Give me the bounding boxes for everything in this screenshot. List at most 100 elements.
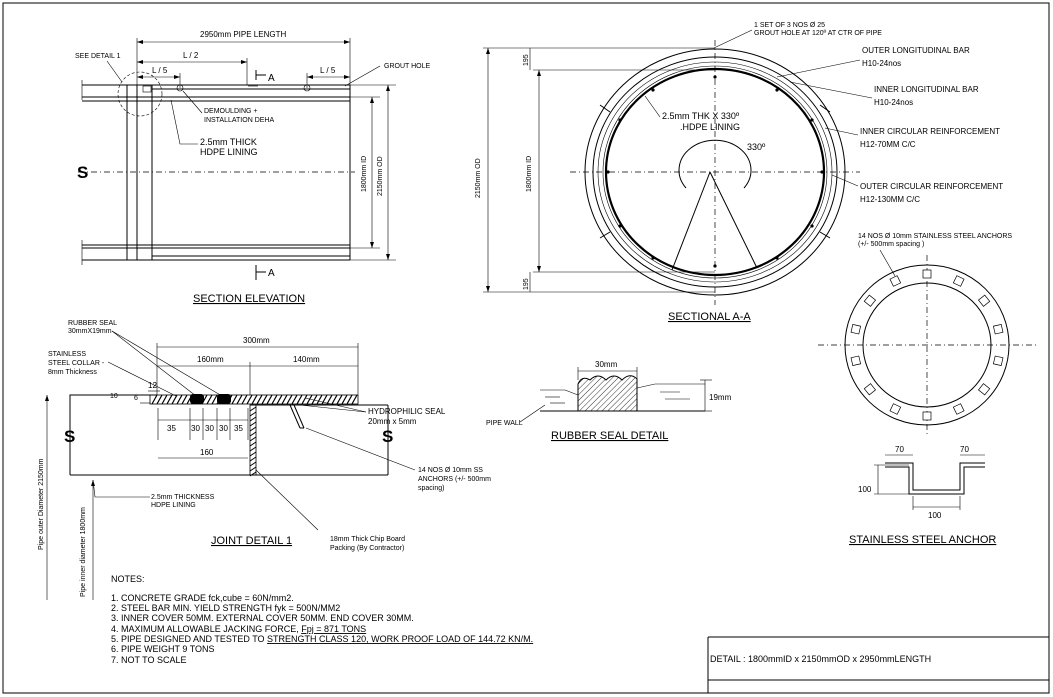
seal-width-dim: 30mm [595,360,618,369]
hydro-label-2: 20mm x 5mm [368,417,417,426]
joint-lining-label-1: 2.5mm THICKNESS [151,494,215,501]
inner-diam-label: Pipe inner diameter 1800mm [80,507,87,597]
stainless-anchor-title: STAINLESS STEEL ANCHOR [849,534,996,546]
dim-30-a: 30 [191,424,200,433]
anchor-block [977,383,991,396]
anchor-ring-label-2: (+/- 500mm spacing ) [858,241,924,248]
anchor-block [992,323,1004,335]
note-2: 2. STEEL BAR MIN. YIELD STRENGTH fyk = 5… [111,603,340,613]
joint-left-span: 160mm [197,355,224,364]
anchors-label-1: 14 NOS Ø 10mm SS [418,467,483,474]
joint-right-span: 140mm [293,355,320,364]
anchor-dim-bottom: 100 [928,511,942,520]
collar-label-1: STAINLESS [48,351,86,358]
dim-30-b: 30 [205,424,214,433]
angle-label: 330º [747,142,766,152]
anchor-block [922,269,932,279]
title-detail: DETAIL : 1800mmID x 2150mmOD x 2950mmLEN… [710,654,931,664]
rubber-seal-detail-title: RUBBER SEAL DETAIL [551,430,668,442]
grout-hole-label: GROUT HOLE [384,63,430,70]
inner-circ-label-1: INNER CIRCULAR REINFORCEMENT [860,127,1000,136]
stainless-anchor: 70 70 100 100 STAINLESS STEEL ANCHOR [849,445,996,546]
dim-12: 12 [148,381,157,390]
dim-30-c: 30 [219,424,228,433]
anchor-block [952,403,965,415]
dim-10: 10 [110,393,118,400]
grout-label-1: 1 SET OF 3 NOS Ø 25 [754,22,825,29]
notes: NOTES: 1. CONCRETE GRADE fck,cube = 60N/… [111,574,533,665]
s-mark-joint-left: S [64,427,75,446]
joint-detail: RUBBER SEAL 30mmX19mm STAINLESS STEEL CO… [38,320,491,600]
pipe-wall-label: PIPE WALL [486,420,523,427]
joint-overall-dim: 300mm [243,336,270,345]
outer-long-label-2: H10-24nos [862,59,901,68]
sectional-id-dim: 1800mm ID [526,156,533,192]
s-mark-elevation: S [77,163,88,182]
inner-circ-label-2: H12-70MM C/C [860,140,916,149]
outer-circ-label-2: H12-130MM C/C [860,195,920,204]
sectional-aa-title: SECTIONAL A-A [668,311,751,323]
dim-35-b: 35 [234,424,243,433]
elevation-id-dim: 1800mm ID [361,156,368,192]
grout-label-2: GROUT HOLE AT 120º AT CTR OF PIPE [754,30,882,37]
anchor-dim-height: 100 [858,485,872,494]
note-4: 4. MAXIMUM ALLOWABLE JACKING FORCE, Fpj … [111,624,366,634]
section-elevation-title: SECTION ELEVATION [193,293,305,305]
cover-bottom-dim: 195 [523,278,530,290]
anchor-ring-label-1: 14 NOS Ø 10mm STAINLESS STEEL ANCHORS [858,233,1012,240]
rubber-seal-label-2: 30mmX19mm [68,328,112,335]
joint-lining-label-2: HDPE LINING [151,502,196,509]
anchor-block [889,403,902,415]
anchor-block [850,323,862,335]
title-block: DETAIL : 1800mmID x 2150mmOD x 2950mmLEN… [707,636,1049,693]
cover-top-dim: 195 [523,54,530,66]
notes-heading: NOTES: [111,574,145,584]
hydro-label-1: HYDROPHILIC SEAL [368,407,446,416]
anchor-block [889,275,902,287]
inner-long-label-1: INNER LONGITUDINAL BAR [874,85,979,94]
note-5: 5. PIPE DESIGNED AND TESTED TO STRENGTH … [111,634,533,644]
dim-6: 6 [134,395,138,402]
anchor-dim-right: 70 [960,445,969,454]
half-length-label: L / 2 [183,51,199,60]
collar-label-3: 8mm Thickness [48,369,97,376]
sectional-aa: 2150mm OD 1800mm ID 195 195 [475,22,1003,323]
aa-lining-label-2: .HDPE LINING [680,122,740,132]
rubber-seal-label-1: RUBBER SEAL [68,320,117,327]
outer-circ-label-1: OUTER CIRCULAR REINFORCEMENT [860,182,1003,191]
section-a-bottom: A [268,268,275,279]
rubber-seal-detail: 30mm 19mm PIPE WALL RUBBER SEAL DETAIL [486,360,732,442]
anchor-ring: 14 NOS Ø 10mm STAINLESS STEEL ANCHORS (+… [818,233,1038,435]
fifth-left-label: L / 5 [152,66,168,75]
note-7: 7. NOT TO SCALE [111,655,187,665]
demoulding-label-1: DEMOULDING + [204,108,257,115]
pipe-length-label: 2950mm PIPE LENGTH [200,30,286,39]
lining-label-1: 2.5mm THICK [200,137,257,147]
anchor-block [922,411,932,421]
see-detail-label: SEE DETAIL 1 [75,53,121,60]
elevation-od-dim: 2150mm OD [377,156,384,196]
anchor-dim-left: 70 [895,445,904,454]
anchor-block [977,294,991,307]
note-3: 3. INNER COVER 50MM. EXTERNAL COVER 50MM… [111,613,414,623]
note-6: 6. PIPE WEIGHT 9 TONS [111,644,215,654]
anchors-label-2: ANCHORS (+/- 500mm [418,476,491,483]
collar-label-2: STEEL COLLAR - [48,360,105,367]
dim-160: 160 [200,448,214,457]
note-1: 1. CONCRETE GRADE fck,cube = 60N/mm2. [111,593,294,603]
anchor-block [863,383,877,396]
anchor-block [863,294,877,307]
chip-label-2: Packing (By Contractor) [330,545,404,552]
anchors-label-3: spacing) [418,485,444,492]
s-mark-joint-right: S [382,427,393,446]
joint-detail-title: JOINT DETAIL 1 [211,535,292,547]
anchor-block [850,355,862,367]
fifth-right-label: L / 5 [320,66,336,75]
outer-long-label-1: OUTER LONGITUDINAL BAR [862,46,970,55]
lining-label-2: HDPE LINING [200,147,258,157]
anchor-block [952,275,965,287]
anchor-block [992,355,1004,367]
seal-height-dim: 19mm [709,393,732,402]
